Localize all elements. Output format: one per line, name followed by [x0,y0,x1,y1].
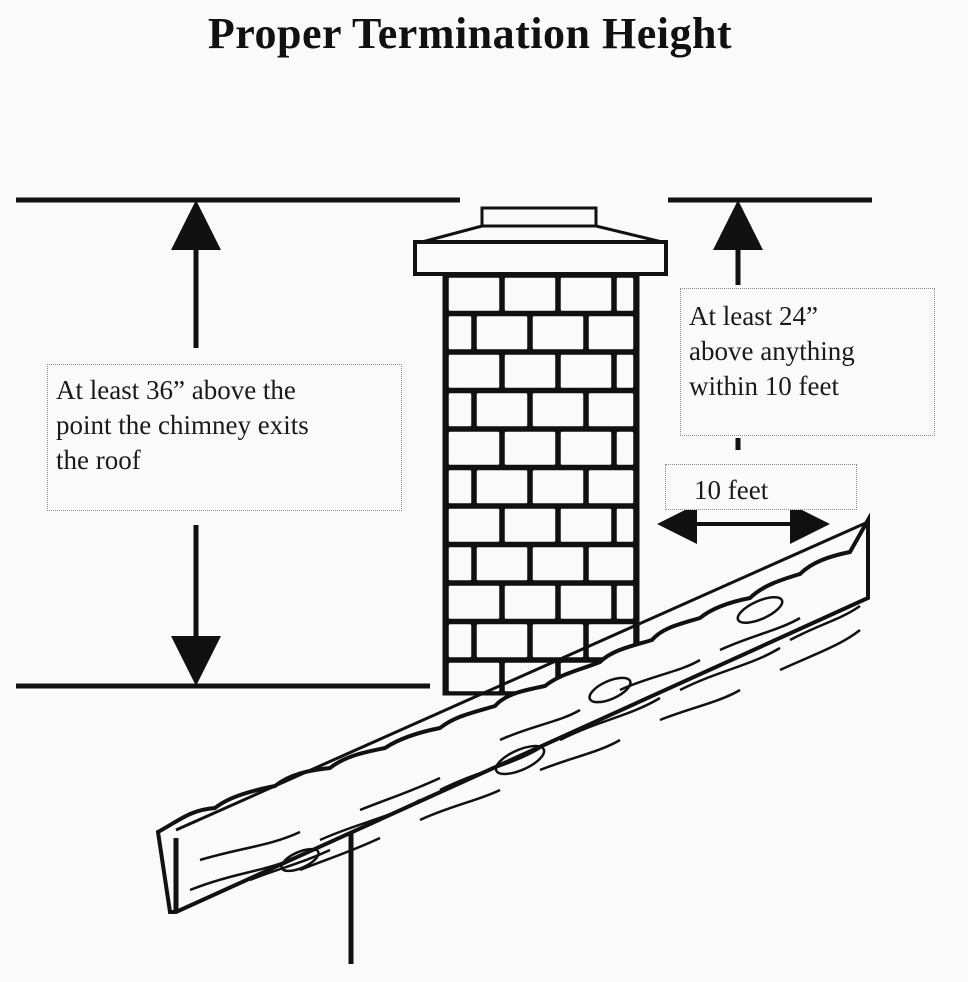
brick [587,391,635,428]
brick [587,314,635,351]
brick [615,430,635,467]
label-min-36-inches: At least 36” above the point the chimney… [47,364,402,511]
chimney-cap [413,206,668,276]
brick [475,391,529,428]
roof [155,512,870,914]
brick [447,507,501,544]
brick [447,314,473,351]
brick [447,353,501,390]
brick [447,430,501,467]
label-10-feet: 10 feet [665,464,857,510]
brick [559,430,613,467]
brick [503,584,557,621]
label-36-line-1: At least 36” above the [56,375,296,405]
brick [531,391,585,428]
label-24-line-2: above anything [689,336,855,366]
chimney-body [442,272,640,696]
brick [559,353,613,390]
brick [559,507,613,544]
brick [615,276,635,313]
brick [475,622,529,659]
brick [503,430,557,467]
brick [475,545,529,582]
brick [531,545,585,582]
brick [447,276,501,313]
brick [447,584,501,621]
brick [447,661,501,693]
label-10-text: 10 feet [694,475,769,505]
brick [475,468,529,505]
brick [503,507,557,544]
brick [531,468,585,505]
brick [475,314,529,351]
brick [503,353,557,390]
brick [447,391,473,428]
label-24-line-3: within 10 feet [689,371,839,401]
brick [587,468,635,505]
label-36-line-2: point the chimney exits [56,410,309,440]
brick [531,622,585,659]
brick [559,584,613,621]
brick [615,353,635,390]
brick [587,545,635,582]
label-36-line-3: the roof [56,445,141,475]
label-min-24-inches: At least 24” above anything within 10 fe… [680,288,935,436]
brick [615,507,635,544]
brick [447,545,473,582]
brick [447,468,473,505]
brick [531,314,585,351]
brick [447,622,473,659]
brick [615,584,635,621]
brick [503,276,557,313]
label-24-line-1: At least 24” [689,301,818,331]
page-title: Proper Termination Height [207,9,733,58]
brick [559,276,613,313]
